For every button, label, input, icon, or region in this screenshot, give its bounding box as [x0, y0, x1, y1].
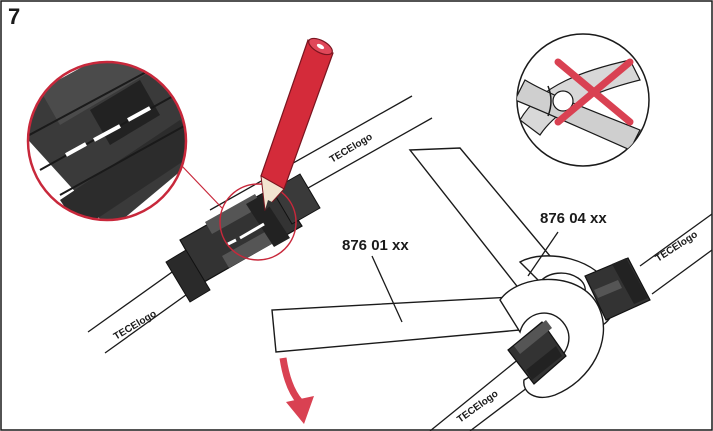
- pencil-icon: [260, 37, 334, 212]
- tool-label-876-01: 876 01 xx: [342, 237, 409, 254]
- magnifier-ring-small: [219, 183, 297, 261]
- rotate-arrow-icon: [279, 357, 314, 424]
- magnifier-inset: [26, 60, 188, 222]
- right-fitting-lower: [507, 320, 567, 385]
- magnifier-leader: [180, 164, 223, 209]
- right-fitting-upper: [584, 257, 651, 321]
- wrench-876-01: [271, 278, 605, 398]
- step-number: 7: [8, 4, 21, 29]
- tool-label-876-04: 876 04 xx: [540, 210, 607, 227]
- leader-876-01: [371, 255, 403, 323]
- left-fitting: [165, 173, 321, 303]
- right-pipe-upper: [639, 213, 713, 295]
- pipe-label-left-lower: TECElogo: [112, 309, 159, 343]
- pliers-prohibited-icon: [516, 33, 650, 167]
- pipe-label-left-upper: TECElogo: [328, 132, 375, 166]
- leader-876-04: [527, 231, 559, 277]
- pipe-label-right-upper: TECElogo: [654, 229, 700, 264]
- pipe-label-right-lower: TECElogo: [455, 388, 500, 425]
